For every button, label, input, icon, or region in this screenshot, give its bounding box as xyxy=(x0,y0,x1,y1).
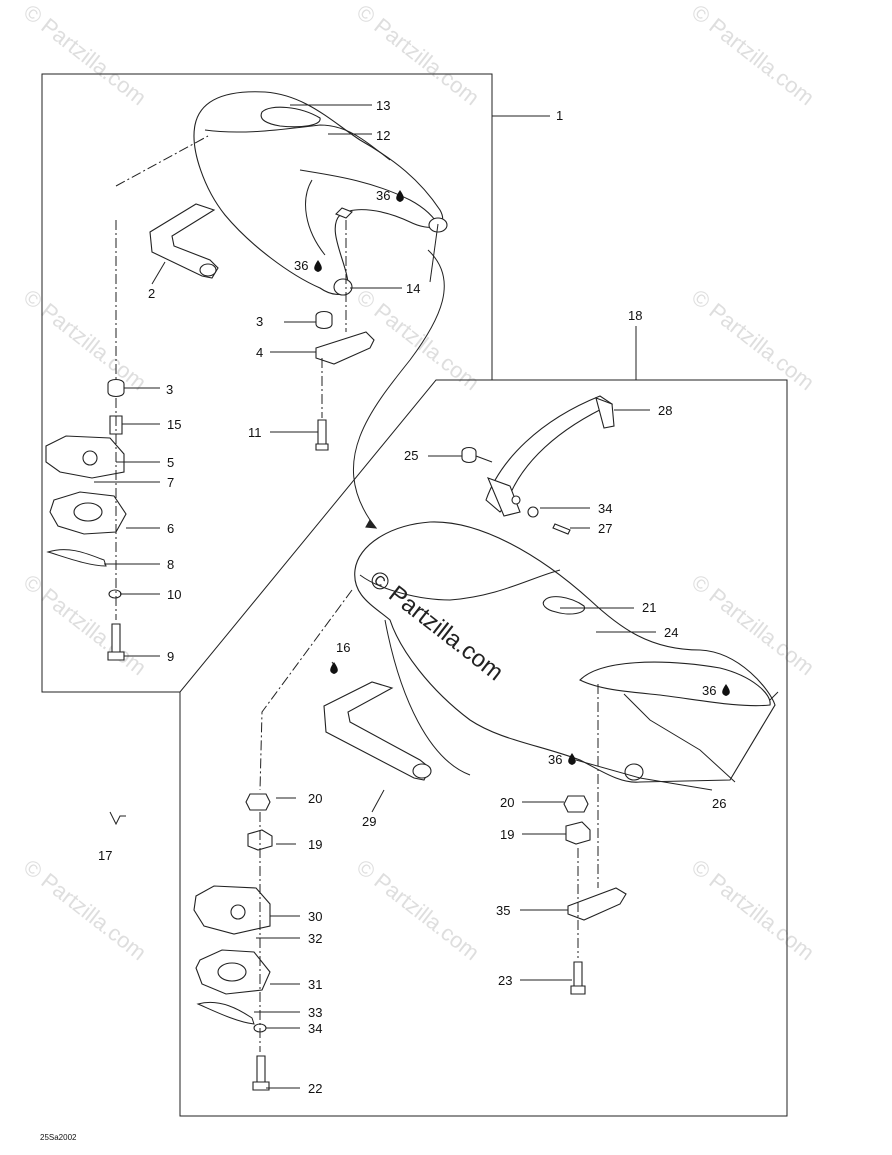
front-seat-assembly-frame xyxy=(179,379,788,1117)
grab-handle xyxy=(461,395,615,535)
front-seat-bracket xyxy=(323,681,432,781)
symbol-17 xyxy=(109,811,126,826)
callout-21: 21 xyxy=(642,600,656,615)
adhesive-drop-icon xyxy=(396,190,404,202)
adhesive-drop-icon xyxy=(722,684,730,696)
callout-28: 28 xyxy=(658,403,672,418)
watermarks: © Partzilla.com © Partzilla.com © Partzi… xyxy=(19,0,819,965)
callout-31: 31 xyxy=(308,977,322,992)
callout-23: 23 xyxy=(498,973,512,988)
watermark-text: © Partzilla.com xyxy=(352,854,484,965)
rear-seat-bracket xyxy=(149,203,219,279)
front-latch-stack xyxy=(193,589,353,1091)
callout-8: 8 xyxy=(167,557,174,572)
watermark-text: © Partzilla.com xyxy=(19,854,151,965)
callout-26: 26 xyxy=(712,796,726,811)
callout-25: 25 xyxy=(404,448,418,463)
callout-32: 32 xyxy=(308,931,322,946)
watermark-text: © Partzilla.com xyxy=(352,0,484,110)
callout-36: 36 xyxy=(376,188,390,203)
callout-14: 14 xyxy=(406,281,420,296)
watermark-text: © Partzilla.com xyxy=(19,569,151,680)
watermark-text: © Partzilla.com xyxy=(687,284,819,395)
callout-3: 3 xyxy=(256,314,263,329)
callout-17: 17 xyxy=(98,848,112,863)
callout-34: 34 xyxy=(308,1021,322,1036)
callout-3: 3 xyxy=(166,382,173,397)
callout-30: 30 xyxy=(308,909,322,924)
callout-19: 19 xyxy=(308,837,322,852)
callout-labels: 1 2 3 3 4 5 6 7 8 9 10 11 12 13 14 15 16… xyxy=(98,98,726,1096)
callout-35: 35 xyxy=(496,903,510,918)
callout-34: 34 xyxy=(598,501,612,516)
callout-33: 33 xyxy=(308,1005,322,1020)
callout-15: 15 xyxy=(167,417,181,432)
adhesive-drop-icon xyxy=(330,662,338,674)
rear-mount-parts xyxy=(315,220,375,451)
callout-18: 18 xyxy=(628,308,642,323)
adhesive-drop-icon xyxy=(568,753,576,765)
callout-10: 10 xyxy=(167,587,181,602)
front-seat xyxy=(354,521,776,783)
callout-6: 6 xyxy=(167,521,174,536)
assembly-flow-arrow xyxy=(353,249,445,521)
callout-13: 13 xyxy=(376,98,390,113)
callout-4: 4 xyxy=(256,345,263,360)
watermark-text: © Partzilla.com xyxy=(19,0,151,110)
callout-9: 9 xyxy=(167,649,174,664)
drawing-code: 25Sa2002 xyxy=(40,1133,77,1142)
callout-7: 7 xyxy=(167,475,174,490)
adhesive-drop-icons xyxy=(314,190,730,765)
callout-20: 20 xyxy=(500,795,514,810)
callout-24: 24 xyxy=(664,625,678,640)
callout-1: 1 xyxy=(556,108,563,123)
callout-36: 36 xyxy=(548,752,562,767)
callout-19: 19 xyxy=(500,827,514,842)
assembly-flow-arrowhead xyxy=(365,519,378,529)
watermark-text: © Partzilla.com xyxy=(687,0,819,110)
rear-seat xyxy=(193,91,448,296)
leader-lines xyxy=(94,104,779,1089)
front-mount-parts xyxy=(563,684,627,995)
adhesive-drop-icon xyxy=(314,260,322,272)
callout-16: 16 xyxy=(336,640,350,655)
callout-11: 11 xyxy=(248,425,262,440)
callout-20: 20 xyxy=(308,791,322,806)
callout-12: 12 xyxy=(376,128,390,143)
watermark-text: © Partzilla.com xyxy=(19,284,151,395)
callout-22: 22 xyxy=(308,1081,322,1096)
callout-36: 36 xyxy=(702,683,716,698)
callout-36: 36 xyxy=(294,258,308,273)
callout-29: 29 xyxy=(362,814,376,829)
callout-27: 27 xyxy=(598,521,612,536)
callout-2: 2 xyxy=(148,286,155,301)
rear-latch-stack xyxy=(45,135,209,661)
watermark-text: © Partzilla.com xyxy=(687,854,819,965)
callout-5: 5 xyxy=(167,455,174,470)
